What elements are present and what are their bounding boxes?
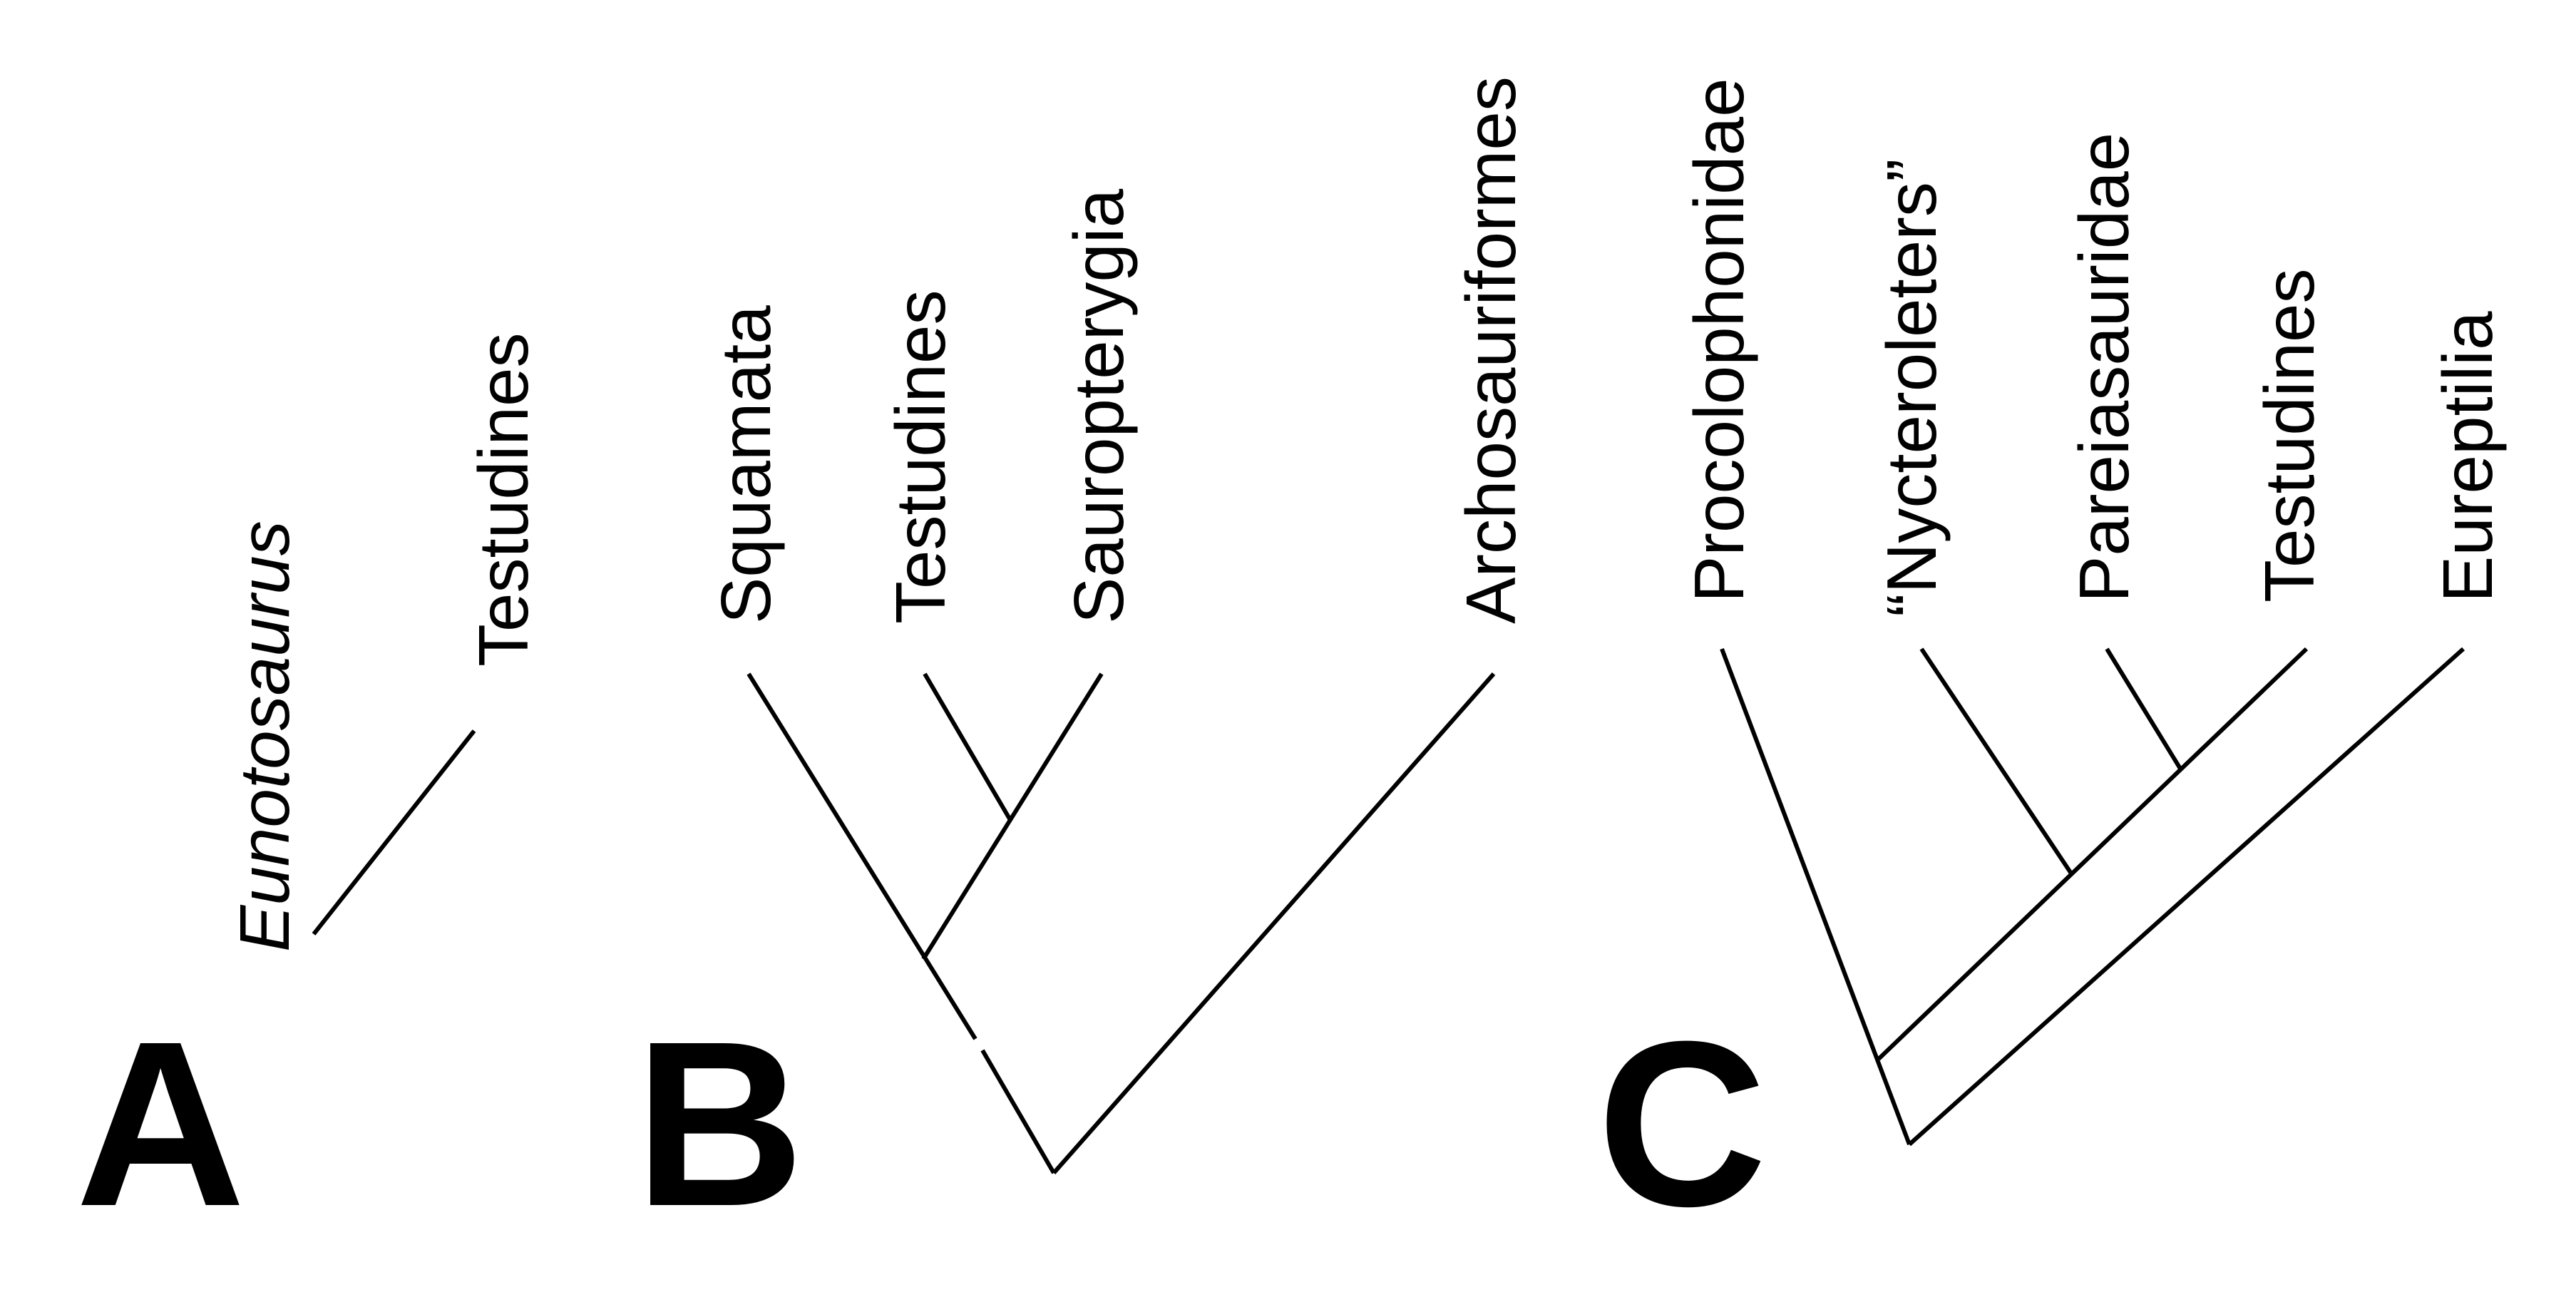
branch-squamata-lower xyxy=(980,1049,1056,1174)
panel-b: B Squamata Testudines Sauropterygia Arch… xyxy=(635,76,1530,1255)
taxon-label-testudines-a: Testudines xyxy=(464,332,543,667)
taxon-label-eunotosaurus: Eunotosaurus xyxy=(225,521,304,952)
panel-a-branch xyxy=(312,729,476,936)
branch-pareiasauridae xyxy=(2105,647,2182,770)
taxon-label-archosauriformes: Archosauriformes xyxy=(1452,76,1530,624)
branch-procolophonidae xyxy=(1720,647,1912,1146)
taxon-label-pareiasauridae: Pareiasauridae xyxy=(2065,133,2143,603)
panel-c-letter: C xyxy=(1597,992,1767,1255)
panel-a: A Eunotosaurus Testudines xyxy=(76,332,543,1255)
panel-b-letter: B xyxy=(635,992,804,1255)
branch-testudines-c xyxy=(1877,647,2309,1061)
branch-archosauriformes xyxy=(1052,672,1496,1174)
taxon-label-nycteroleters: “Nycteroleters” xyxy=(1872,158,1951,617)
branch-sauropterygia xyxy=(921,672,1104,960)
branch-eureptilia xyxy=(1907,647,2465,1147)
taxon-label-testudines-b: Testudines xyxy=(881,289,960,624)
branch-squamata xyxy=(746,672,977,1040)
panel-c: C Procolophonidae “Nycteroleters” Pareia… xyxy=(1597,78,2507,1255)
taxon-label-testudines-c: Testudines xyxy=(2250,268,2329,603)
panel-a-letter: A xyxy=(76,992,245,1255)
taxon-label-sauropterygia: Sauropterygia xyxy=(1059,188,1138,624)
branch-testudines-b xyxy=(923,672,1012,821)
taxon-label-procolophonidae: Procolophonidae xyxy=(1680,78,1758,603)
branch-nycteroleters xyxy=(1919,647,2073,875)
taxon-label-squamata: Squamata xyxy=(707,305,785,624)
taxon-label-eureptilia: Eureptilia xyxy=(2428,311,2507,603)
